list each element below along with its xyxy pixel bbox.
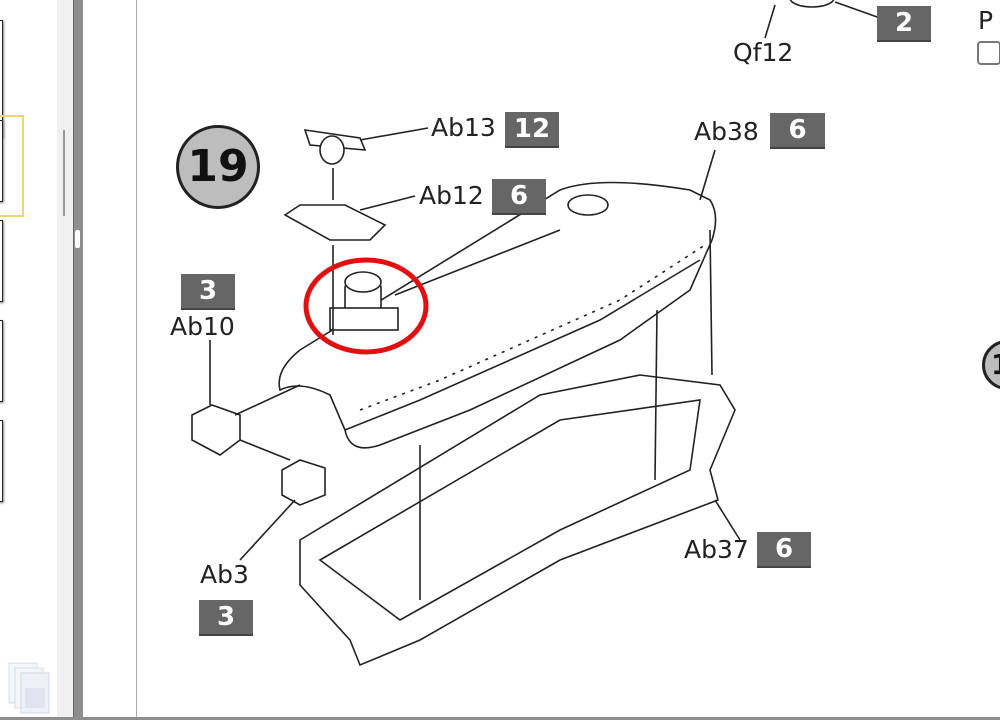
part-label: Ab3 <box>200 560 249 589</box>
part-label: Ab10 <box>170 312 235 341</box>
page-thumbnail[interactable] <box>0 420 3 502</box>
thumbnail-scrollbar[interactable] <box>57 0 73 720</box>
collapse-panel-handle[interactable] <box>75 230 80 248</box>
part-label: Ab13 <box>431 113 496 142</box>
part-label: Ab37 <box>684 535 749 564</box>
scrollbar-thumb[interactable] <box>63 130 65 216</box>
page-thumbnail[interactable] <box>0 320 3 402</box>
quantity-badge: 6 <box>492 179 546 215</box>
pages-icon[interactable] <box>8 662 50 714</box>
page-thumbnail[interactable] <box>0 220 3 302</box>
quantity-badge: 3 <box>181 274 235 310</box>
step-number-badge: 19 <box>176 125 260 209</box>
page-edge <box>136 0 137 720</box>
part-tree-icon <box>977 41 1000 65</box>
selected-thumbnail-highlight[interactable] <box>0 115 24 217</box>
part-label: Ab12 <box>419 181 484 210</box>
part-label: Qf12 <box>733 38 794 67</box>
quantity-badge: 3 <box>199 600 253 636</box>
quantity-badge: 6 <box>757 532 811 568</box>
page-thumbnail[interactable] <box>0 120 3 202</box>
quantity-badge: 12 <box>505 112 559 148</box>
quantity-badge: 2 <box>877 6 931 42</box>
quantity-badge: 6 <box>770 113 825 149</box>
partial-label: P <box>978 6 994 35</box>
part-label: Ab38 <box>694 117 759 146</box>
window-bottom-border <box>0 717 1000 720</box>
highlight-circle <box>303 257 429 355</box>
thumbnail-panel <box>0 0 57 720</box>
